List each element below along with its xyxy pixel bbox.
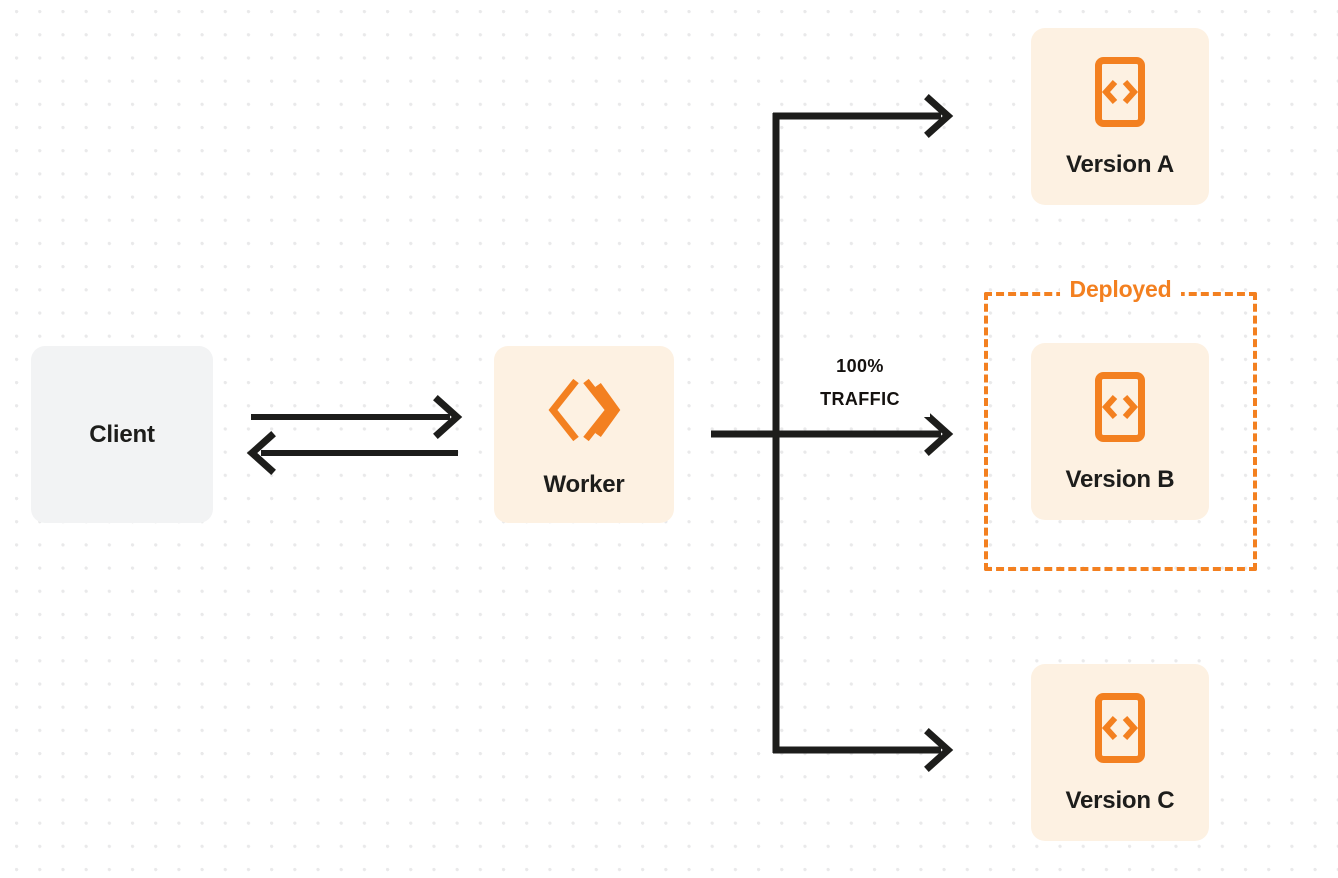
- worker-label: Worker: [543, 471, 625, 498]
- node-version-c[interactable]: Version C: [1031, 664, 1209, 841]
- client-label: Client: [89, 420, 155, 448]
- deployed-group-label: Deployed: [1059, 278, 1182, 301]
- node-version-b[interactable]: Version B: [1031, 343, 1209, 520]
- arrow-worker-to-version-c: [773, 728, 954, 772]
- cloudflare-workers-logo-icon: [546, 372, 622, 453]
- traffic-annotation: 100% TRAFFIC: [790, 350, 930, 417]
- code-document-icon: [1094, 371, 1146, 448]
- node-version-a[interactable]: Version A: [1031, 28, 1209, 205]
- traffic-caption: TRAFFIC: [820, 389, 900, 410]
- code-document-icon: [1094, 692, 1146, 769]
- arrow-worker-to-version-a: [773, 94, 954, 138]
- arrow-client-to-worker: [251, 395, 463, 439]
- arrow-worker-to-client: [246, 431, 458, 475]
- version-b-label: Version B: [1065, 466, 1175, 493]
- deployed-group-boundary: Deployed: [984, 278, 1257, 571]
- version-c-label: Version C: [1065, 787, 1175, 814]
- version-a-label: Version A: [1065, 151, 1175, 178]
- code-document-icon: [1094, 56, 1146, 133]
- arrow-worker-to-version-b: [711, 412, 954, 456]
- node-client[interactable]: Client: [31, 346, 213, 523]
- traffic-percent: 100%: [836, 356, 884, 376]
- node-worker[interactable]: Worker: [494, 346, 674, 523]
